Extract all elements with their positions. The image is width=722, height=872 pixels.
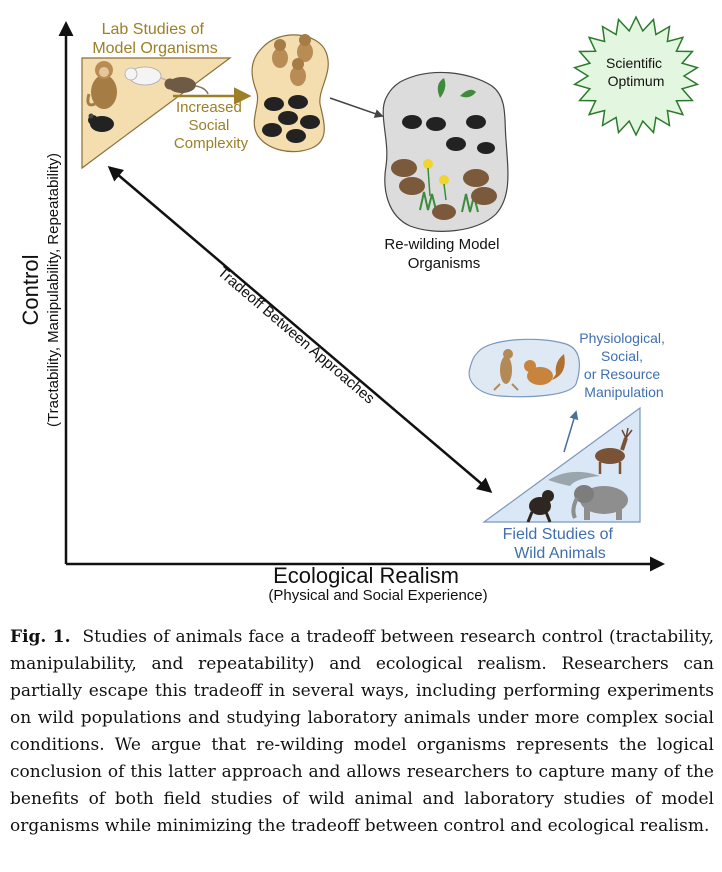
rewilding-arrow bbox=[329, 97, 384, 118]
y-axis-subtitle: (Tractability, Manipulability, Repeatabi… bbox=[45, 153, 62, 427]
field-studies-group bbox=[482, 406, 641, 523]
black-mouse-icon bbox=[88, 113, 114, 132]
flower-icon bbox=[423, 159, 449, 201]
deer-icon bbox=[595, 427, 633, 474]
scientific-optimum-label: Scientific Optimum bbox=[606, 55, 666, 89]
starburst-shape bbox=[572, 15, 700, 137]
elephant-icon bbox=[571, 485, 628, 520]
manipulation-label: Physiological, Social, or Resource Manip… bbox=[579, 330, 669, 400]
scientific-optimum-badge: Scientific Optimum bbox=[572, 15, 700, 137]
rewild-mouse-icons bbox=[402, 115, 495, 154]
manipulation-group bbox=[468, 338, 580, 398]
chimpanzee-icon bbox=[526, 490, 554, 523]
meerkat-icon bbox=[493, 349, 519, 391]
figure-caption: Fig. 1. Studies of animals face a tradeo… bbox=[10, 624, 714, 840]
monkey-icon bbox=[86, 61, 117, 109]
social-complexity-label: Increased Social Complexity bbox=[174, 99, 249, 152]
field-studies-label: Field Studies of Wild Animals bbox=[503, 526, 618, 562]
caption-text: Studies of animals face a tradeoff betwe… bbox=[10, 627, 715, 836]
x-axis-subtitle: (Physical and Social Experience) bbox=[268, 587, 487, 604]
mouse-group-icon bbox=[262, 95, 320, 143]
manipulation-arrow bbox=[563, 410, 579, 453]
tradeoff-label: Tradeoff Between Approaches bbox=[214, 264, 378, 408]
y-axis-title: Control bbox=[18, 255, 43, 326]
vole-icons bbox=[391, 159, 497, 220]
x-axis-title: Ecological Realism bbox=[273, 563, 459, 588]
squirrel-icon bbox=[524, 354, 565, 385]
tradeoff-arrow bbox=[107, 166, 493, 493]
rewilding-group bbox=[382, 71, 509, 232]
tradeoff-diagram: Control (Tractability, Manipulability, R… bbox=[18, 15, 700, 604]
lab-studies-group: Lab Studies of Model Organisms bbox=[81, 21, 232, 170]
monkey-group-icon bbox=[272, 34, 313, 86]
lab-studies-title: Lab Studies of Model Organisms bbox=[92, 21, 217, 57]
axes bbox=[58, 21, 665, 572]
figure-number: Fig. 1. bbox=[10, 627, 71, 647]
brown-rat-icon bbox=[164, 77, 209, 95]
dolphin-icon bbox=[548, 471, 600, 486]
social-housing-group bbox=[251, 34, 329, 153]
manipulation-enclosure bbox=[468, 338, 580, 398]
rewilding-label: Re-wilding Model Organisms bbox=[384, 236, 503, 272]
